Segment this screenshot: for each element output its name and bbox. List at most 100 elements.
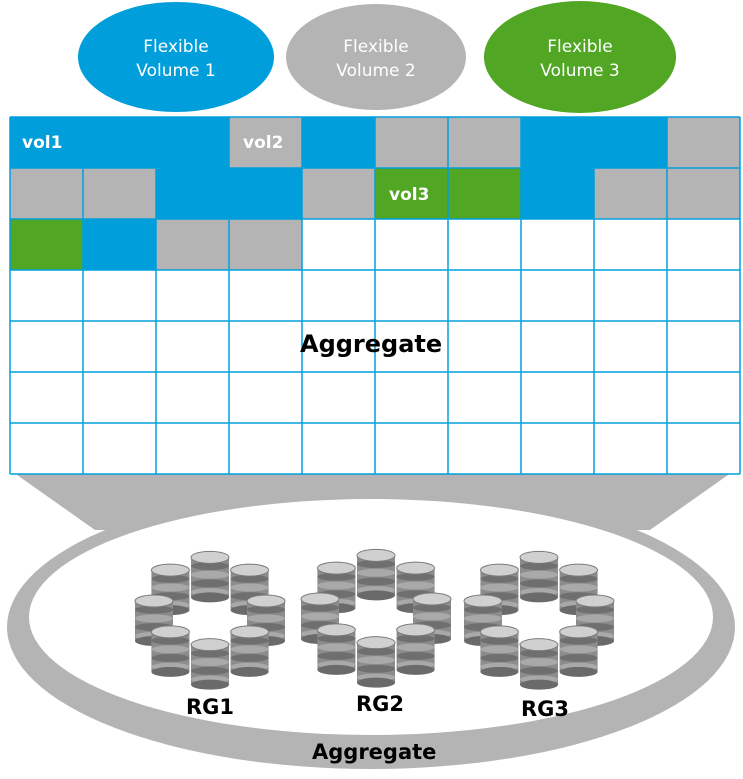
grid-cell bbox=[448, 117, 521, 168]
disk-icon bbox=[356, 636, 396, 688]
grid-cell bbox=[302, 372, 375, 423]
grid-cell bbox=[302, 117, 375, 168]
grid-cell bbox=[375, 270, 448, 321]
flexible-volume-2-line1: Flexible bbox=[343, 37, 409, 57]
grid-cell bbox=[594, 117, 667, 168]
disk-icon bbox=[396, 623, 436, 675]
grid-cell bbox=[521, 168, 594, 219]
grid-cell bbox=[10, 372, 83, 423]
grid-cell bbox=[229, 117, 302, 168]
grid-cell bbox=[594, 270, 667, 321]
grid-cell bbox=[156, 423, 229, 474]
grid-cell bbox=[521, 117, 594, 168]
vol1-label: vol1 bbox=[22, 133, 63, 153]
grid-cell bbox=[448, 270, 521, 321]
grid-cell bbox=[448, 168, 521, 219]
grid-cell bbox=[594, 219, 667, 270]
disk-icon bbox=[190, 638, 230, 690]
disk-icon bbox=[479, 625, 519, 677]
grid-cell bbox=[229, 423, 302, 474]
grid-cell bbox=[594, 168, 667, 219]
grid-cell bbox=[448, 321, 521, 372]
flexible-volume-1-ellipse bbox=[78, 2, 274, 112]
grid-cell bbox=[375, 423, 448, 474]
grid-cell bbox=[667, 168, 740, 219]
grid-cell bbox=[302, 423, 375, 474]
grid-cell bbox=[10, 270, 83, 321]
grid-cell bbox=[302, 270, 375, 321]
grid-cell bbox=[594, 423, 667, 474]
rg1-label: RG1 bbox=[186, 695, 235, 719]
flexible-volume-3-ellipse bbox=[484, 1, 676, 113]
grid-cell bbox=[375, 321, 448, 372]
grid-cell bbox=[10, 117, 83, 168]
grid-cell bbox=[229, 270, 302, 321]
flexible-volume-2-label: Flexible Volume 2 bbox=[306, 35, 446, 83]
rg2-label: RG2 bbox=[356, 692, 405, 716]
grid-cell bbox=[83, 270, 156, 321]
flexible-volume-3-label: Flexible Volume 3 bbox=[510, 35, 650, 83]
vol2-label: vol2 bbox=[243, 133, 284, 153]
grid-cell bbox=[375, 117, 448, 168]
flexible-volume-2-ellipse bbox=[286, 4, 466, 110]
grid-cell bbox=[521, 423, 594, 474]
aggregate-ring-label: Aggregate bbox=[312, 740, 437, 764]
grid-cell bbox=[83, 117, 156, 168]
disk-icon bbox=[316, 623, 356, 675]
grid-cell bbox=[10, 219, 83, 270]
grid-cell bbox=[229, 219, 302, 270]
grid-cell bbox=[302, 168, 375, 219]
disk-icon bbox=[396, 561, 436, 614]
vol3-label: vol3 bbox=[389, 185, 430, 205]
flexible-volume-1-label: Flexible Volume 1 bbox=[106, 35, 246, 83]
grid-cell bbox=[229, 372, 302, 423]
grid-cell bbox=[156, 219, 229, 270]
flexible-volume-2-line2: Volume 2 bbox=[336, 61, 416, 81]
aggregate-grid bbox=[9, 116, 741, 475]
grid-cell bbox=[375, 372, 448, 423]
grid-cell bbox=[83, 219, 156, 270]
grid-cell bbox=[667, 270, 740, 321]
flexible-volume-3-line1: Flexible bbox=[547, 37, 613, 57]
grid-cell bbox=[302, 321, 375, 372]
grid-cell bbox=[10, 321, 83, 372]
grid-cell bbox=[667, 372, 740, 423]
disk-icon bbox=[190, 550, 230, 603]
grid-cell bbox=[375, 219, 448, 270]
grid-cell bbox=[156, 321, 229, 372]
grid-cell bbox=[156, 270, 229, 321]
grid-aggregate-title: Aggregate bbox=[300, 330, 443, 358]
disk-icon bbox=[150, 625, 190, 677]
grid-cell bbox=[156, 117, 229, 168]
grid-cell bbox=[83, 168, 156, 219]
disk-icon bbox=[559, 625, 599, 677]
disk-icon bbox=[519, 638, 559, 690]
grid-cell bbox=[521, 270, 594, 321]
grid-cell bbox=[594, 372, 667, 423]
grid-cell bbox=[156, 372, 229, 423]
grid-cell bbox=[448, 219, 521, 270]
grid-cell bbox=[302, 219, 375, 270]
disk-icon bbox=[230, 625, 270, 677]
grid-cell bbox=[448, 372, 521, 423]
grid-cell bbox=[229, 168, 302, 219]
grid-cell bbox=[667, 423, 740, 474]
grid-cell bbox=[83, 423, 156, 474]
grid-cell bbox=[83, 372, 156, 423]
grid-cell bbox=[448, 423, 521, 474]
flexible-volume-1-line1: Flexible bbox=[143, 37, 209, 57]
flexible-volume-3-line2: Volume 3 bbox=[540, 61, 620, 81]
grid-cell bbox=[156, 168, 229, 219]
grid-cell bbox=[375, 168, 448, 219]
grid-cell bbox=[594, 321, 667, 372]
disk-icon bbox=[356, 548, 396, 601]
grid-cell bbox=[667, 321, 740, 372]
rg3-label: RG3 bbox=[521, 697, 570, 721]
disk-icon bbox=[519, 550, 559, 603]
grid-cell bbox=[521, 219, 594, 270]
grid-cell bbox=[10, 423, 83, 474]
grid-cell bbox=[83, 321, 156, 372]
flexible-volume-1-line2: Volume 1 bbox=[136, 61, 216, 81]
